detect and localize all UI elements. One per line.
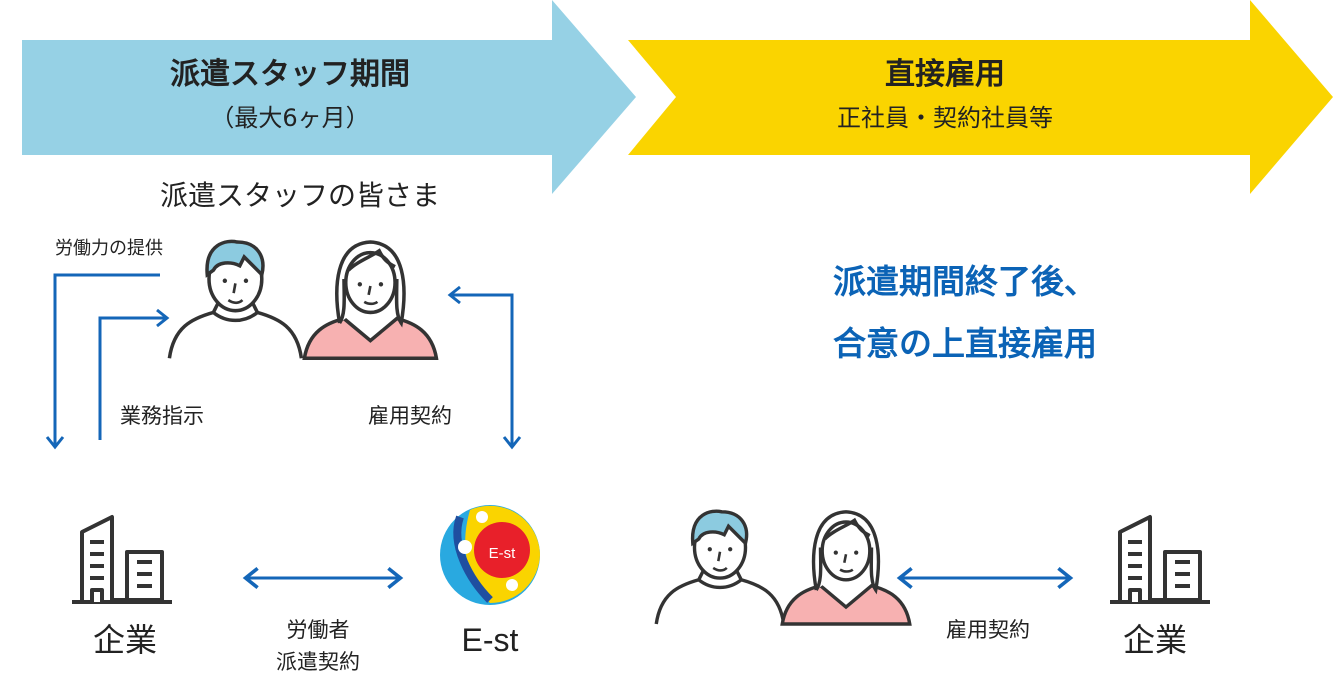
staff-man-icon — [167, 239, 304, 360]
employee-man-icon — [654, 509, 786, 626]
dispatch-contract-line1: 労働者 — [286, 618, 350, 642]
svg-text:E-st: E-st — [489, 545, 517, 562]
agency-label: E-st — [461, 622, 519, 658]
employment-contract-label: 雇用契約 — [368, 404, 452, 428]
company-label-right: 企業 — [1122, 621, 1188, 659]
company-building-icon-right — [1108, 515, 1212, 604]
headline-line1: 派遣期間終了後、 — [833, 262, 1097, 301]
phase2-arrow — [628, 0, 1333, 194]
est-logo: E-st — [440, 505, 540, 605]
phase1-arrow — [22, 0, 636, 194]
labor-provision-arrow — [45, 273, 160, 450]
employee-woman-icon — [780, 510, 912, 626]
company-label: 企業 — [92, 621, 158, 659]
phase2-title: 直接雇用 — [885, 57, 1005, 92]
phase2-subtitle: 正社員・契約社員等 — [837, 104, 1053, 132]
headline-line2: 合意の上直接雇用 — [833, 324, 1097, 363]
staff-label: 派遣スタッフの皆さま — [159, 179, 441, 212]
phase1-title: 派遣スタッフ期間 — [170, 57, 410, 92]
employment-contract-arrow — [447, 285, 514, 340]
work-instruction-arrow — [98, 308, 170, 440]
labor-provision-label: 労働力の提供 — [55, 238, 163, 259]
company-building-icon — [70, 515, 174, 604]
work-instruction-label: 業務指示 — [120, 404, 204, 428]
phase1-subtitle: （最大6ヶ月） — [210, 104, 370, 132]
direct-contract-label: 雇用契約 — [946, 618, 1030, 642]
dispatch-contract-line2: 派遣契約 — [276, 650, 360, 674]
staff-woman-icon — [302, 240, 439, 360]
